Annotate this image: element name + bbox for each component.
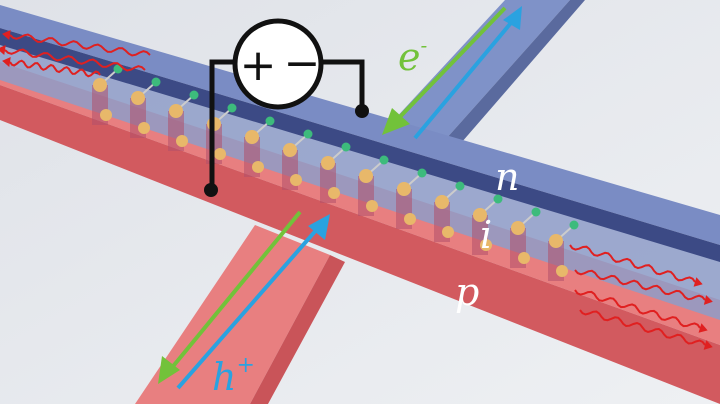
molecule-atom (366, 200, 378, 212)
electron-blue-arrowhead (503, 6, 522, 30)
hole-arrow-green (168, 210, 302, 372)
i-layer-label: i (480, 213, 492, 257)
electron-arrowhead (382, 108, 410, 135)
electron-arrow-blue (413, 16, 517, 140)
molecule-atom (252, 161, 264, 173)
contact-dot-p (204, 183, 218, 197)
n-layer-label: n (495, 155, 519, 199)
molecule-atom (442, 226, 454, 238)
molecule-atom-green (341, 142, 351, 152)
p-layer-label: p (455, 270, 479, 314)
circuit-wire-left (209, 59, 235, 190)
molecule-atom (556, 265, 568, 277)
molecule-atom (138, 122, 150, 134)
molecule-atom (549, 234, 563, 248)
wave-arrowhead (703, 340, 713, 350)
molecule-atom-green (113, 64, 123, 74)
voltage-plus: + (240, 40, 277, 91)
molecule-atom (245, 130, 259, 144)
molecule-atom (518, 252, 530, 264)
contact-dot-n (355, 104, 369, 118)
voltage-source (232, 18, 324, 110)
molecule-atom (359, 169, 373, 183)
electron-arrow-green (393, 6, 507, 124)
wave-line (9, 59, 101, 78)
wave-arrowhead (2, 57, 11, 67)
molecule-atom (100, 109, 112, 121)
n-contact-branch (380, 0, 570, 140)
p-branch-side (250, 255, 345, 404)
molecule-atom-green (151, 77, 161, 87)
hole-green-arrowhead (158, 356, 180, 384)
circuit-wire-right (322, 59, 365, 110)
p-layer-front (0, 85, 720, 404)
molecule-atom (283, 143, 297, 157)
molecule-atom (290, 174, 302, 186)
molecule-atom (480, 239, 492, 251)
molecule-atom-green (227, 103, 237, 113)
wave-arrowhead (698, 323, 708, 333)
molecule-atom-green (455, 181, 465, 191)
molecule-atom-green (189, 90, 199, 100)
wave-arrowhead (703, 295, 713, 305)
hole-label: h+ (212, 353, 255, 399)
molecule-atom (214, 148, 226, 160)
wave-line (9, 33, 151, 57)
wave-arrowhead (0, 45, 6, 55)
wave-line (579, 309, 706, 346)
molecule-atom (93, 78, 107, 92)
n-layer-top (0, 5, 720, 245)
molecule-atom (169, 104, 183, 118)
hole-blue-arrowhead (308, 214, 330, 240)
molecule-atom-green (417, 168, 427, 178)
molecule-atom-green (569, 220, 579, 230)
voltage-minus: − (284, 38, 321, 89)
wave-arrowhead (2, 30, 11, 40)
molecule-atom-green (531, 207, 541, 217)
molecule-atom-green (303, 129, 313, 139)
wave-arrowhead (693, 277, 703, 287)
molecule-atom (397, 182, 411, 196)
molecule-atom (328, 187, 340, 199)
molecule-atom-green (379, 155, 389, 165)
electron-label: e- (398, 33, 428, 79)
molecule-atom (404, 213, 416, 225)
molecule-atom (321, 156, 335, 170)
molecule-atom-green (265, 116, 275, 126)
hole-arrow-blue (176, 226, 320, 390)
molecule-atom (511, 221, 525, 235)
molecule-atom (435, 195, 449, 209)
n-layer-front (0, 28, 720, 262)
light-emission-waves (0, 30, 713, 350)
molecule-atom (473, 208, 487, 222)
wave-line (574, 289, 701, 329)
molecule-atom (131, 91, 145, 105)
wave-line (4, 48, 146, 72)
n-branch-side (445, 0, 585, 150)
wave-line (574, 269, 706, 301)
wave-line (569, 244, 696, 283)
molecule-atom (176, 135, 188, 147)
molecule-atom-green (493, 194, 503, 204)
